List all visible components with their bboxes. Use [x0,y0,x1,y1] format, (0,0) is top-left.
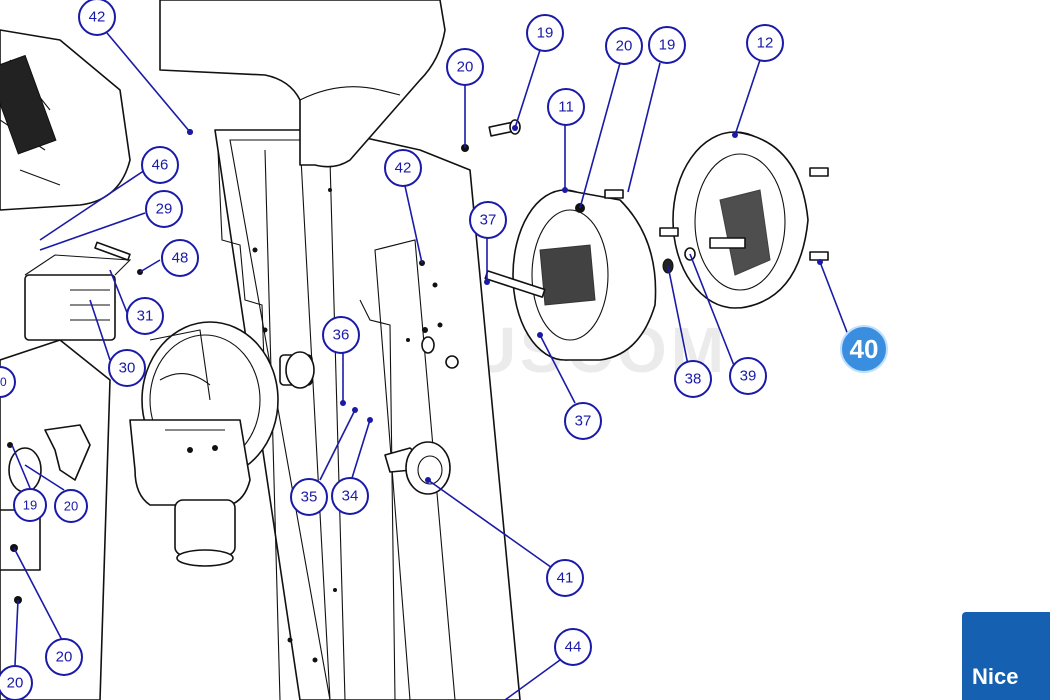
svg-text:30: 30 [119,360,136,377]
callout: 20 [605,27,643,65]
callout: 44 [554,628,592,666]
callout: 20 [45,638,83,676]
svg-text:41: 41 [557,570,574,587]
motor-assembly [129,321,315,567]
svg-text:48: 48 [172,250,189,267]
svg-text:37: 37 [480,212,497,229]
svg-text:12: 12 [757,35,774,52]
callout: 38 [674,360,712,398]
svg-text:20: 20 [64,499,78,514]
release-knob [384,441,451,495]
brand-logo-text: Nice [972,664,1019,689]
top-hood [159,0,446,168]
callout: 42 [78,0,116,36]
svg-text:19: 19 [659,37,676,54]
callout: 20 [0,366,16,398]
svg-text:37: 37 [575,413,592,430]
svg-text:31: 31 [137,308,154,325]
svg-text:36: 36 [333,327,350,344]
svg-text:38: 38 [685,371,702,388]
svg-text:20: 20 [616,38,633,55]
callout: 20 [0,665,33,700]
callout: 48 [161,239,199,277]
svg-text:19: 19 [537,25,554,42]
svg-text:20: 20 [7,675,24,692]
callout: 20 [446,48,484,86]
callout: 41 [546,559,584,597]
svg-text:42: 42 [395,160,412,177]
callout: 30 [108,349,146,387]
callout: 29 [145,190,183,228]
svg-text:20: 20 [56,649,73,666]
callout: 39 [729,357,767,395]
svg-text:35: 35 [301,489,318,506]
svg-text:20: 20 [0,375,7,389]
callout: 19 [526,14,564,52]
svg-text:46: 46 [152,157,169,174]
callout: 46 [141,146,179,184]
housing-11 [484,189,657,361]
callout: 11 [547,88,585,126]
svg-text:39: 39 [740,368,757,385]
svg-text:20: 20 [457,59,474,76]
control-box [0,29,469,700]
svg-text:11: 11 [558,99,574,116]
callout: 37 [564,402,602,440]
callout: 36 [322,316,360,354]
svg-text:34: 34 [342,488,359,505]
callout: 19 [13,488,47,522]
svg-text:29: 29 [156,201,173,218]
callout: 34 [331,477,369,515]
svg-text:19: 19 [23,498,37,513]
callout: 19 [648,26,686,64]
callout: 31 [126,297,164,335]
highlight-callout-40[interactable]: 40 [840,325,888,373]
callouts: 42 20 19 20 19 12 11 42 37 46 29 48 31 3… [0,0,784,700]
callout: 35 [290,478,328,516]
callout: 12 [746,24,784,62]
brand-logo: Nice [962,612,1050,700]
svg-text:40: 40 [850,334,879,364]
callout: 42 [384,149,422,187]
svg-text:44: 44 [565,639,582,656]
callout: 37 [469,201,507,239]
callout: 20 [54,489,88,523]
housing-12 [672,131,809,309]
svg-text:42: 42 [89,9,106,26]
leader-lines [11,32,851,700]
